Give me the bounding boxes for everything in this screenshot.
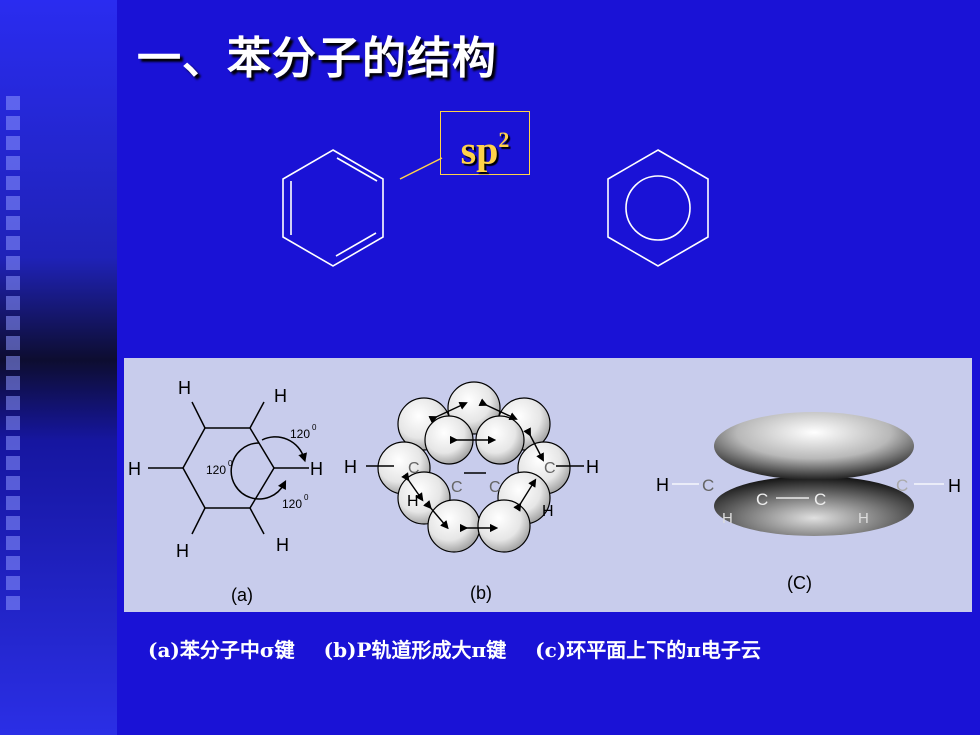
svg-text:0: 0 [312, 423, 317, 432]
sp2-pointer-line [399, 157, 443, 180]
caption-b: (b)P轨道形成大π键 [323, 638, 507, 662]
atom-h: H [586, 457, 599, 477]
caption-a: (a)苯分子中σ键 [148, 638, 295, 662]
atom-h: H [656, 475, 669, 495]
atom-h: H [178, 378, 191, 398]
svg-text:0: 0 [228, 459, 233, 468]
diagram-a: H H H H H H 120 0 120 0 120 0 (a) [128, 378, 323, 605]
atom-h: H [276, 535, 289, 555]
benzene-structures [282, 149, 709, 267]
atom-h: H [948, 476, 961, 496]
atom-h: H [176, 541, 189, 561]
diagram-b: H C C C C H H H (b) [344, 381, 599, 603]
caption-c: (c)环平面上下的π电子云 [535, 638, 761, 662]
atom-h: H [858, 510, 869, 527]
figure-caption: (a)苯分子中σ键 (b)P轨道形成大π键 (c)环平面上下的π电子云 [148, 634, 783, 663]
atom-h: H [722, 510, 733, 527]
svg-text:0: 0 [304, 493, 309, 502]
atom-h: H [407, 493, 419, 510]
orbital-figure-panel: H H H H H H 120 0 120 0 120 0 (a) [124, 358, 972, 612]
atom-c: C [544, 460, 556, 477]
angle-label: 120 [206, 463, 226, 477]
atom-h: H [542, 503, 554, 520]
panel-label-b: (b) [470, 583, 492, 603]
aromatic-benzene [607, 149, 709, 267]
atom-c: C [896, 476, 908, 495]
atom-h: H [274, 386, 287, 406]
atom-c: C [489, 479, 501, 496]
atom-c: C [756, 490, 768, 509]
atom-h: H [128, 459, 141, 479]
panel-label-c: (C) [787, 573, 812, 593]
atom-c: C [814, 490, 826, 509]
sidebar-squares [6, 96, 22, 616]
sp2-label: sp2 [440, 111, 530, 175]
panel-label-a: (a) [231, 585, 253, 605]
angle-label: 120 [282, 497, 302, 511]
atom-c: C [702, 476, 714, 495]
atom-c: C [408, 460, 420, 477]
angle-label: 120 [290, 427, 310, 441]
orbital-diagrams: H H H H H H 120 0 120 0 120 0 (a) [128, 378, 961, 605]
atom-c: C [451, 479, 463, 496]
atom-h: H [310, 459, 323, 479]
atom-h: H [344, 457, 357, 477]
kekule-benzene [282, 149, 384, 267]
decorative-sidebar [0, 0, 117, 735]
slide-title: 一、苯分子的结构 [137, 33, 497, 84]
diagram-c: H C C C C H H H (C) [656, 412, 961, 593]
